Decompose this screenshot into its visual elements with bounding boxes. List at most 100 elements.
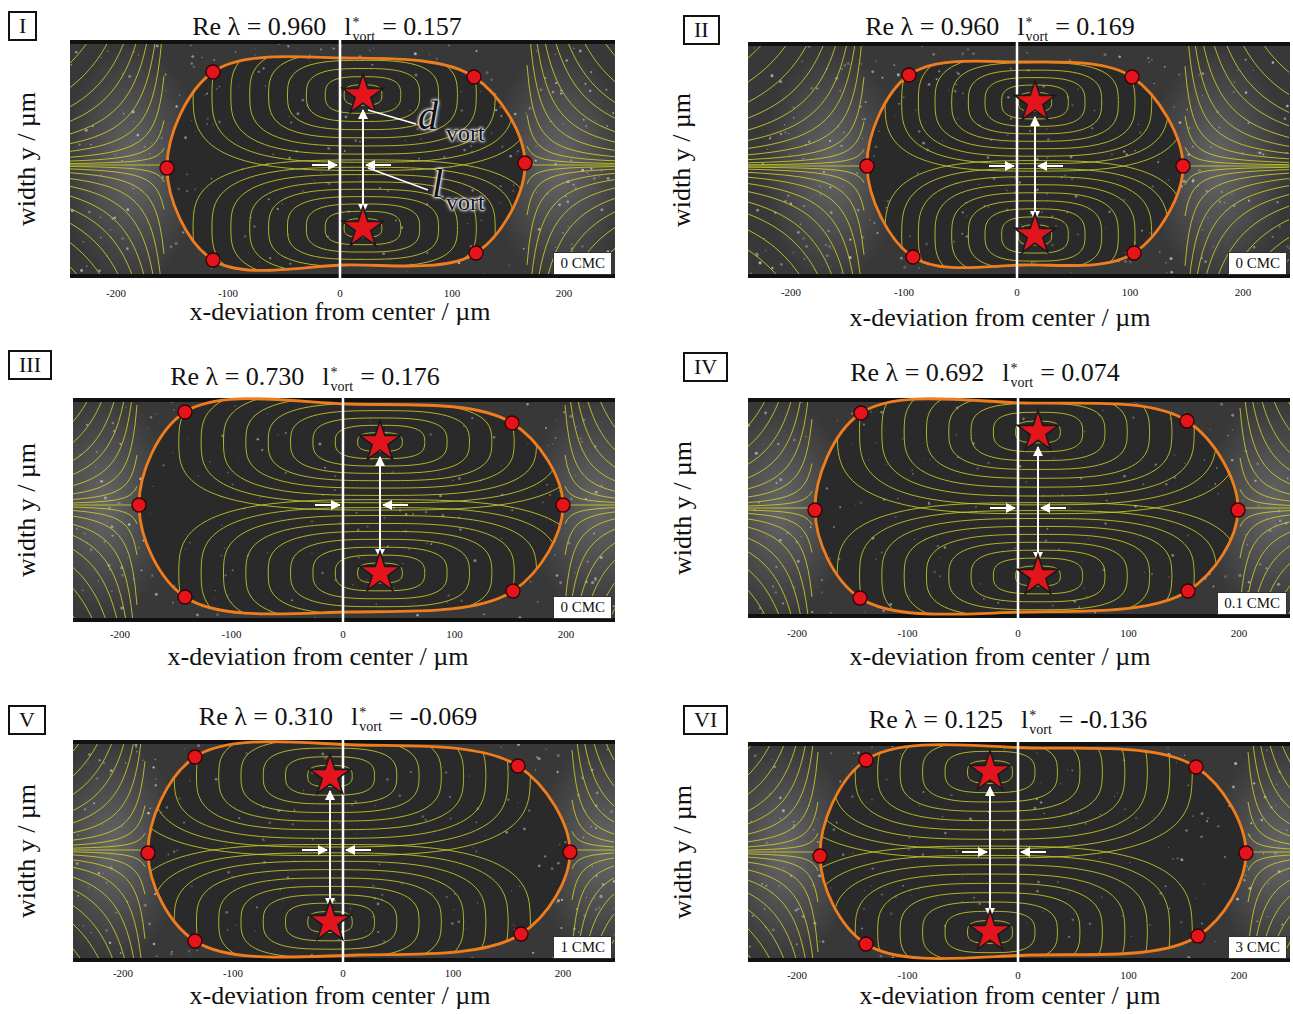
speckle bbox=[1245, 534, 1246, 535]
speckle bbox=[366, 579, 367, 580]
speckle bbox=[149, 408, 151, 410]
speckle bbox=[459, 113, 461, 115]
outer-region bbox=[73, 398, 615, 622]
speckle bbox=[925, 243, 928, 246]
vortex-streamline bbox=[179, 500, 582, 647]
speckle bbox=[219, 86, 220, 87]
outer-region bbox=[748, 398, 1290, 618]
streamline bbox=[1185, 116, 1289, 162]
contour-point bbox=[556, 498, 570, 512]
speckle bbox=[972, 52, 975, 55]
speckle bbox=[512, 404, 515, 407]
streamline bbox=[1241, 508, 1290, 509]
speckle bbox=[843, 131, 845, 133]
center-line bbox=[339, 40, 342, 278]
speckle bbox=[151, 142, 152, 143]
speckle bbox=[576, 567, 577, 568]
measure-arrow bbox=[1034, 117, 1036, 166]
speckle bbox=[1252, 585, 1254, 587]
speckle bbox=[1239, 442, 1241, 444]
speckle bbox=[344, 248, 346, 250]
speckle bbox=[546, 423, 549, 426]
speckle bbox=[558, 203, 561, 206]
speckle bbox=[562, 123, 564, 125]
streamline bbox=[748, 42, 864, 102]
speckle bbox=[529, 107, 532, 110]
speckle bbox=[418, 158, 420, 160]
speckle bbox=[587, 561, 589, 563]
speckle bbox=[1046, 157, 1048, 159]
speckle bbox=[775, 566, 777, 568]
speckle bbox=[851, 408, 853, 410]
speckle bbox=[476, 61, 478, 63]
speckle bbox=[218, 121, 221, 124]
speckle bbox=[383, 517, 386, 520]
channel-wall bbox=[70, 40, 615, 44]
speckle bbox=[800, 224, 802, 226]
speckle bbox=[379, 228, 381, 230]
streamline bbox=[1240, 398, 1290, 430]
speckle bbox=[1212, 246, 1214, 248]
speckle bbox=[922, 142, 925, 145]
speckle bbox=[526, 403, 528, 405]
speckle bbox=[788, 133, 789, 134]
speckle bbox=[606, 125, 608, 127]
speckle bbox=[1149, 232, 1151, 234]
speckle bbox=[289, 116, 290, 117]
droplet-outline bbox=[139, 399, 563, 614]
speckle bbox=[258, 70, 261, 73]
speckle bbox=[297, 47, 299, 49]
speckle bbox=[97, 580, 99, 582]
speckle bbox=[828, 591, 830, 593]
speckle bbox=[370, 421, 372, 423]
speckle bbox=[513, 258, 516, 261]
measure-arrow bbox=[362, 110, 364, 165]
speckle bbox=[439, 474, 441, 476]
speckle bbox=[193, 65, 196, 68]
speckle bbox=[917, 172, 919, 174]
speckle bbox=[571, 244, 573, 246]
speckle bbox=[175, 105, 177, 107]
speckle bbox=[1151, 185, 1153, 187]
streamline bbox=[1240, 398, 1290, 470]
speckle bbox=[354, 139, 357, 142]
speckle bbox=[1055, 225, 1057, 227]
speckle bbox=[150, 513, 151, 514]
speckle bbox=[1034, 262, 1036, 264]
speckle bbox=[1259, 152, 1262, 155]
speckle bbox=[961, 185, 962, 186]
speckle bbox=[1201, 229, 1203, 231]
speckle bbox=[228, 595, 229, 596]
speckle bbox=[120, 502, 122, 504]
speckle bbox=[480, 219, 482, 221]
speckle bbox=[216, 613, 219, 616]
speckle bbox=[179, 94, 181, 96]
speckle bbox=[254, 47, 255, 48]
streamline bbox=[73, 524, 137, 622]
speckle bbox=[436, 57, 438, 59]
speckle bbox=[103, 541, 105, 543]
speckle bbox=[334, 489, 336, 491]
speckle bbox=[1272, 236, 1274, 238]
speckle bbox=[395, 104, 396, 105]
speckle bbox=[181, 82, 183, 84]
speckle bbox=[167, 590, 169, 592]
speckle bbox=[784, 124, 785, 125]
speckle bbox=[1223, 202, 1225, 204]
speckle bbox=[821, 579, 823, 581]
droplet-outline bbox=[867, 61, 1183, 268]
streamline bbox=[748, 122, 864, 163]
speckle bbox=[128, 523, 131, 526]
contour-point bbox=[518, 156, 532, 170]
speckle bbox=[293, 76, 294, 77]
speckle bbox=[269, 257, 271, 259]
speckle bbox=[165, 73, 167, 75]
speckle bbox=[142, 423, 143, 424]
speckle bbox=[100, 217, 101, 218]
speckle bbox=[1071, 104, 1074, 107]
speckle bbox=[801, 536, 802, 537]
speckle bbox=[994, 80, 995, 81]
speckle bbox=[409, 110, 410, 111]
speckle bbox=[98, 269, 101, 272]
speckle bbox=[1168, 111, 1170, 113]
